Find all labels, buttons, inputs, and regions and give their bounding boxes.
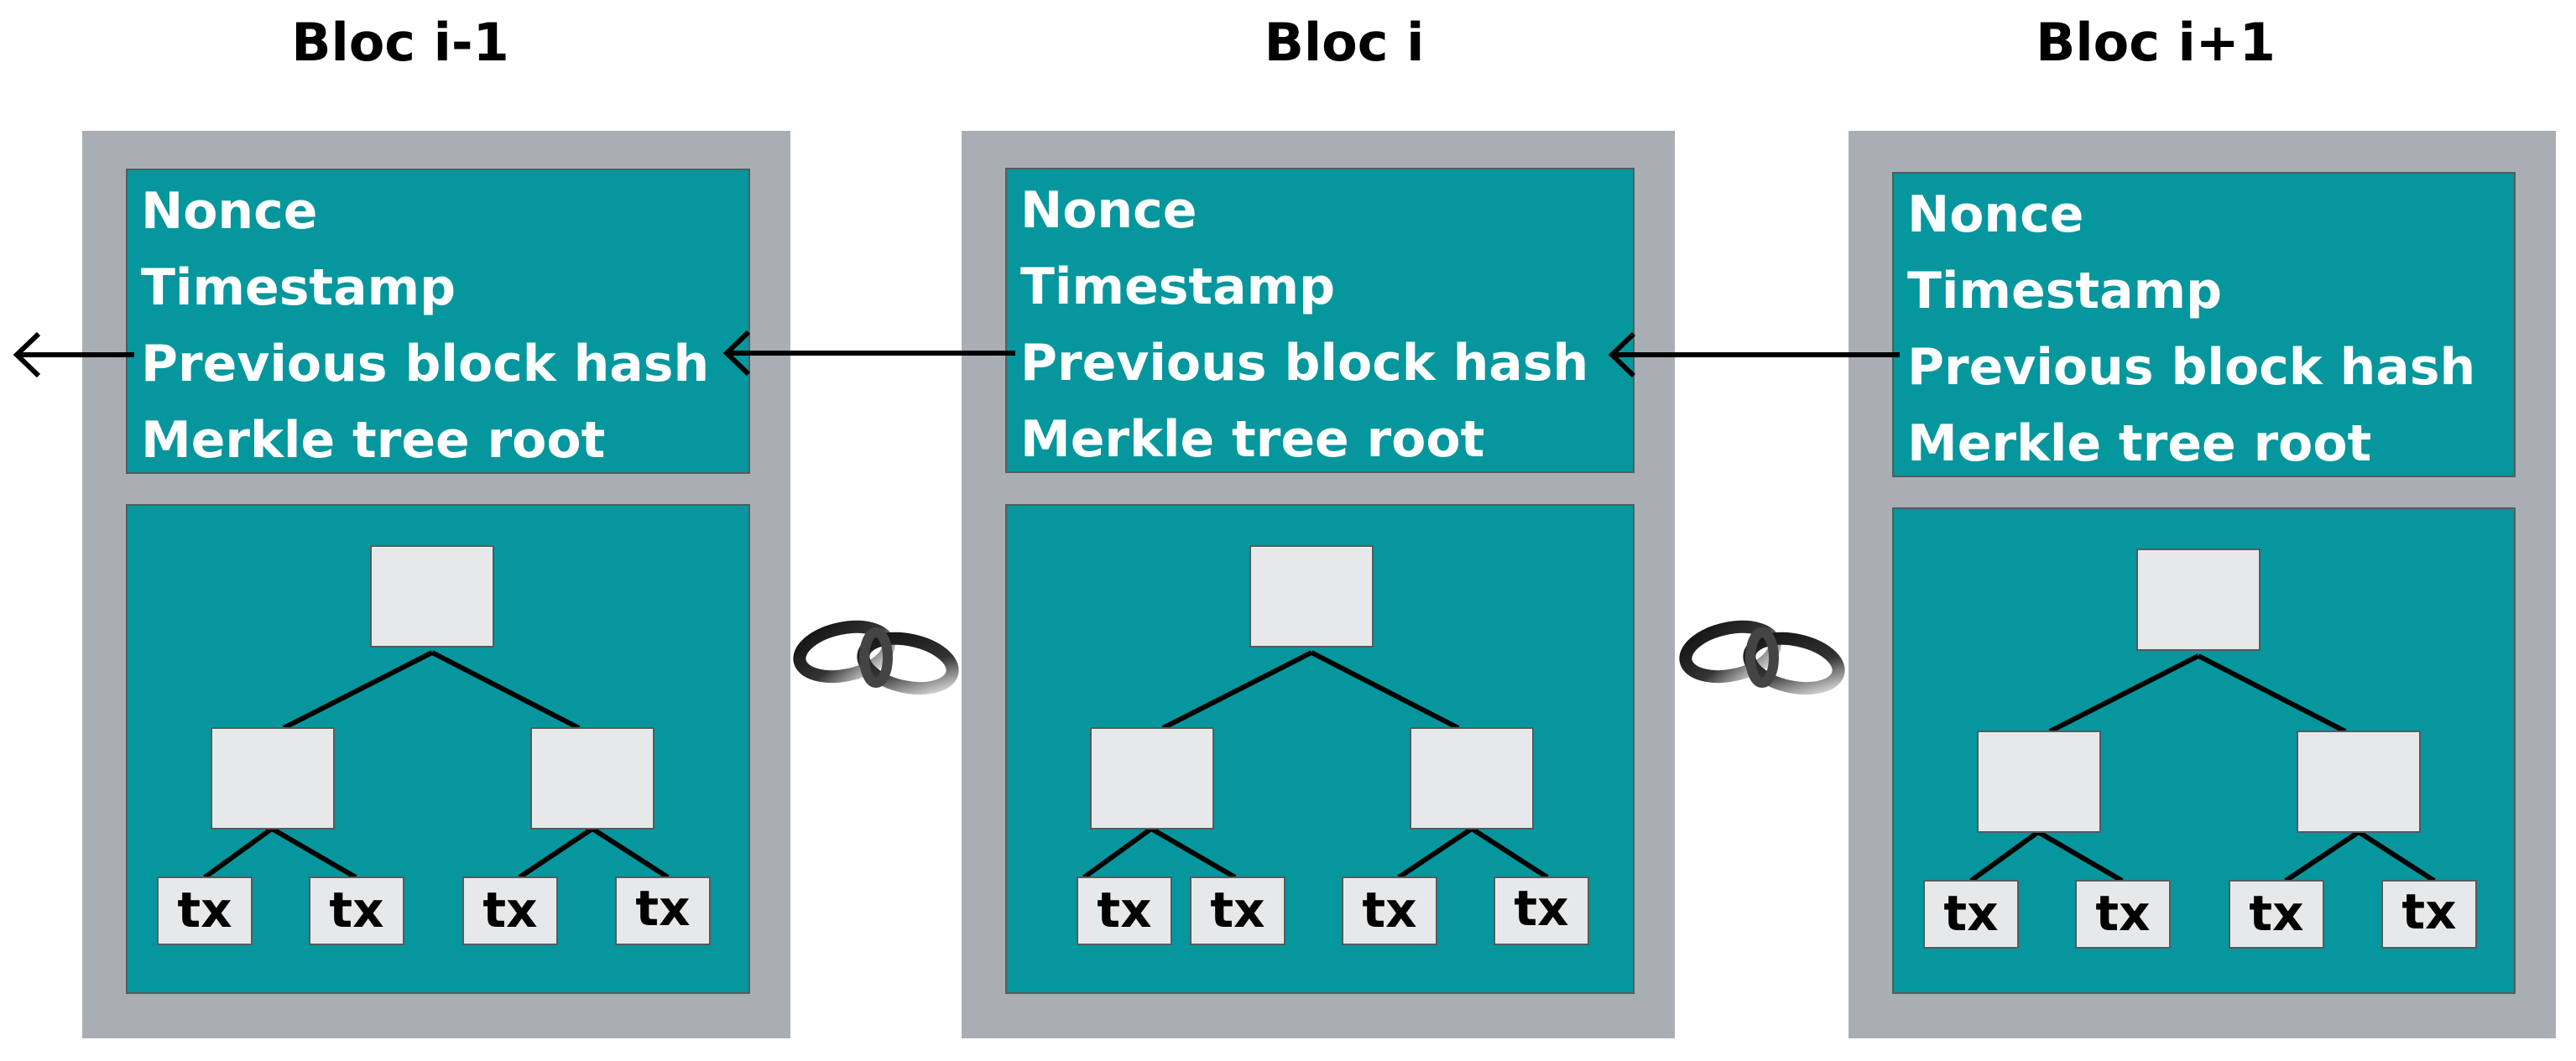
chain-link-icon — [1679, 620, 1845, 695]
tx-label: tx — [482, 882, 537, 939]
tx-label: tx — [1943, 885, 1998, 942]
tree-edge — [1082, 826, 1153, 880]
tree-edge — [270, 826, 357, 880]
block-header: Nonce Timestamp Previous block hash Merk… — [126, 169, 750, 474]
tx-label: tx — [1097, 882, 1151, 939]
merkle-root-field: Merkle tree root — [141, 411, 606, 470]
tx-label: tx — [1362, 882, 1416, 939]
merkle-tree-diagram: tx tx tx tx — [1923, 549, 2477, 949]
merkle-tree: tx tx tx tx — [126, 504, 750, 994]
tx-leaf-node — [615, 876, 711, 945]
tx-label: tx — [329, 882, 383, 939]
block-title: Bloc i — [1264, 12, 1425, 73]
merkle-hash-node — [530, 727, 654, 830]
timestamp-field: Timestamp — [141, 258, 456, 317]
tx-label: tx — [2249, 885, 2303, 942]
block-i-plus-1: Nonce Timestamp Previous block hash Merk… — [1849, 131, 2556, 1038]
tree-edge — [591, 826, 670, 880]
merkle-hash-node — [1090, 727, 1214, 830]
tx-leaf-node — [309, 876, 404, 945]
block-title: Bloc i+1 — [2036, 12, 2276, 73]
merkle-hash-node — [2297, 731, 2421, 833]
tree-edge — [2357, 830, 2436, 883]
tree-edge — [1397, 826, 1473, 880]
nonce-field: Nonce — [1907, 185, 2084, 244]
merkle-tree-diagram: tx tx tx tx — [1077, 545, 1589, 945]
block-header: Nonce Timestamp Previous block hash Merk… — [1005, 168, 1635, 473]
tree-edge — [1310, 650, 1460, 731]
tx-label: tx — [635, 880, 690, 937]
tx-leaf-node — [1190, 876, 1285, 945]
merkle-tree: tx tx tx tx — [1005, 504, 1635, 994]
tree-edge — [203, 826, 274, 880]
tree-edge — [1161, 650, 1313, 731]
merkle-tree: tx tx tx tx — [1892, 507, 2516, 994]
previous-hash-field: Previous block hash — [1020, 334, 1589, 393]
previous-hash-field: Previous block hash — [141, 335, 710, 393]
tree-edge — [2036, 830, 2124, 883]
tree-edge — [2197, 653, 2347, 734]
timestamp-field: Timestamp — [1907, 262, 2223, 320]
merkle-root-node — [1249, 545, 1374, 648]
previous-hash-field: Previous block hash — [1907, 338, 2476, 397]
merkle-root-field: Merkle tree root — [1020, 410, 1485, 469]
tx-leaf-node — [157, 876, 253, 945]
block-header: Nonce Timestamp Previous block hash Merk… — [1892, 172, 2516, 477]
tree-edge — [1470, 826, 1549, 880]
tx-leaf-node — [1077, 876, 1172, 945]
merkle-hash-node — [1410, 727, 1534, 830]
block-i-minus-1: Nonce Timestamp Previous block hash Merk… — [82, 131, 790, 1038]
tx-leaf-node — [462, 876, 558, 945]
tree-edge — [518, 826, 594, 880]
tx-label: tx — [1210, 882, 1265, 939]
tx-label: tx — [2095, 885, 2150, 942]
tree-edge — [282, 650, 434, 731]
tx-leaf-node — [1342, 876, 1437, 945]
merkle-tree-diagram: tx tx tx tx — [157, 545, 711, 945]
tree-edge — [2284, 830, 2360, 883]
merkle-root-node — [370, 545, 494, 648]
nonce-field: Nonce — [141, 182, 318, 241]
tx-leaf-node — [2075, 880, 2171, 949]
tree-edge — [1969, 830, 2040, 883]
tx-label: tx — [177, 882, 232, 939]
merkle-hash-node — [211, 727, 335, 830]
block-title: Bloc i-1 — [291, 12, 509, 73]
chain-link-icon — [793, 620, 959, 695]
merkle-root-field: Merkle tree root — [1907, 414, 2372, 473]
tree-edge — [2048, 653, 2200, 734]
tx-label: tx — [1514, 880, 1568, 937]
merkle-hash-node — [1977, 731, 2101, 833]
timestamp-field: Timestamp — [1020, 257, 1336, 316]
nonce-field: Nonce — [1020, 181, 1197, 240]
tx-leaf-node — [2229, 880, 2324, 949]
tree-edge — [1150, 826, 1237, 880]
tx-leaf-node — [1923, 880, 2019, 949]
tx-leaf-node — [1494, 876, 1589, 945]
tx-label: tx — [2401, 883, 2456, 940]
block-i: Nonce Timestamp Previous block hash Merk… — [962, 131, 1675, 1038]
tree-edge — [430, 650, 581, 731]
merkle-root-node — [2136, 549, 2261, 651]
tx-leaf-node — [2381, 880, 2477, 949]
